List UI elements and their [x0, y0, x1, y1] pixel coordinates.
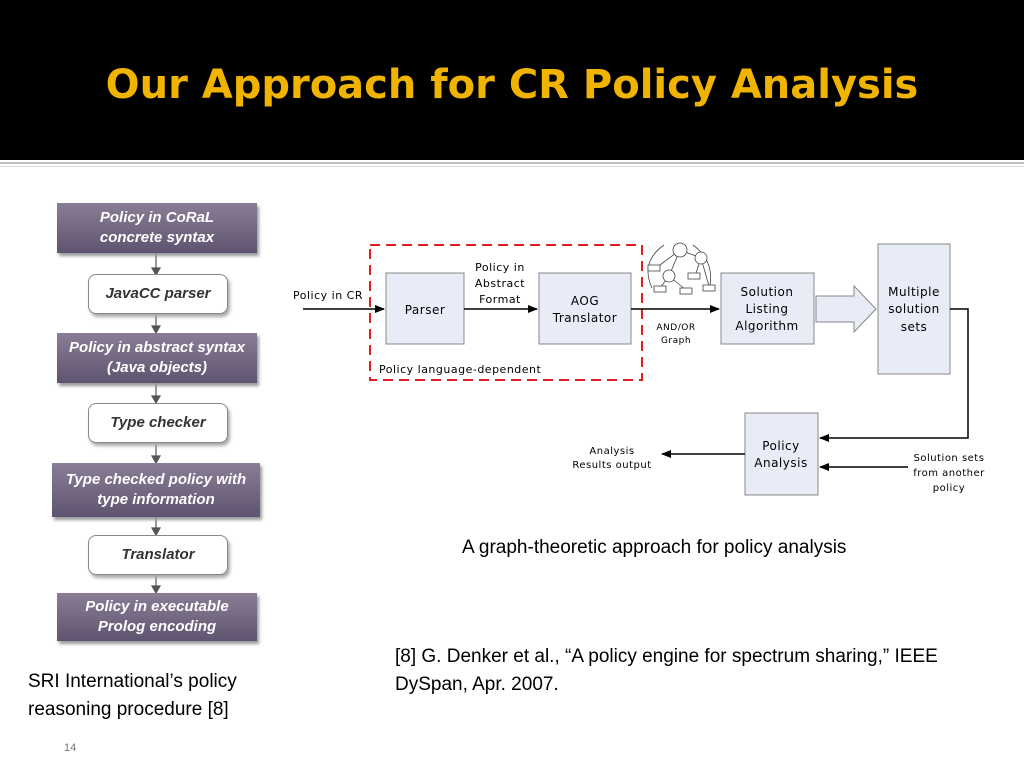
label-multiple-2: solution [888, 302, 940, 316]
label-multiple-1: Multiple [888, 285, 940, 299]
label-aog-2: Translator [552, 311, 617, 325]
label-language-dependent: Policy language-dependent [379, 363, 542, 376]
flow-step-label: Type checked policy with type informatio… [65, 471, 247, 508]
arrow-to-policy-analysis [819, 308, 969, 442]
label-parser: Parser [405, 303, 446, 317]
label-solution-other-2: from another [913, 468, 985, 479]
label-solution-other-3: policy [933, 483, 965, 494]
label-policy-abstract-2: Abstract [475, 277, 525, 290]
aog-translator-box [538, 272, 632, 345]
flow-step-abstract-syntax: Policy in abstract syntax (Java objects) [57, 333, 257, 383]
label-and-or-2: Graph [661, 336, 691, 346]
flow-step-label: JavaCC parser [105, 285, 211, 302]
solution-listing-box [720, 272, 815, 345]
flow-step-prolog-encoding: Policy in executable Prolog encoding [57, 593, 257, 641]
flow-step-label: Policy in CoRaL concrete syntax [99, 209, 215, 246]
label-multiple-3: sets [901, 320, 928, 334]
label-policy-in-cr: Policy in CR [293, 289, 363, 302]
page-number: 14 [64, 742, 77, 754]
label-solution-other-1: Solution sets [914, 453, 985, 464]
block-arrow-to-solution-sets [815, 284, 877, 334]
label-analysis-results-1: Analysis [589, 446, 634, 457]
label-policy-analysis-1: Policy [762, 439, 800, 453]
label-policy-abstract-1: Policy in [475, 261, 525, 274]
label-policy-analysis-2: Analysis [754, 456, 807, 470]
flow-step-label: Translator [121, 546, 195, 563]
flow-step-type-checked-policy: Type checked policy with type informatio… [52, 463, 260, 517]
diagram-caption: A graph-theoretic approach for policy an… [462, 537, 847, 558]
flow-step-javacc-parser: JavaCC parser [88, 274, 228, 314]
policy-analysis-box [744, 412, 819, 496]
divider [0, 162, 1024, 164]
divider-light [0, 166, 1024, 167]
flow-step-label: Policy in abstract syntax (Java objects) [69, 339, 245, 376]
label-analysis-results-2: Results output [572, 460, 651, 471]
parser-box [385, 272, 465, 345]
and-or-graph-icon [647, 242, 716, 295]
title-bar [0, 0, 1024, 160]
flow-step-type-checker: Type checker [88, 403, 228, 443]
label-and-or-1: AND/OR [656, 323, 695, 333]
left-caption: SRI International’s policy reasoning pro… [28, 671, 237, 720]
label-solution-3: Algorithm [735, 319, 798, 333]
flow-step-coral-concrete: Policy in CoRaL concrete syntax [57, 203, 257, 253]
label-solution-1: Solution [741, 285, 794, 299]
flow-step-label: Policy in executable Prolog encoding [85, 598, 229, 635]
flow-step-label: Type checker [110, 414, 206, 431]
label-solution-2: Listing [745, 302, 788, 316]
flow-step-translator: Translator [88, 535, 228, 575]
label-aog-1: AOG [571, 294, 599, 308]
language-dependent-region [369, 244, 643, 381]
reference-citation: [8] G. Denker et al., “A policy engine f… [395, 646, 938, 695]
label-policy-abstract-3: Format [479, 293, 521, 306]
slide-title: Our Approach for CR Policy Analysis [105, 62, 919, 108]
